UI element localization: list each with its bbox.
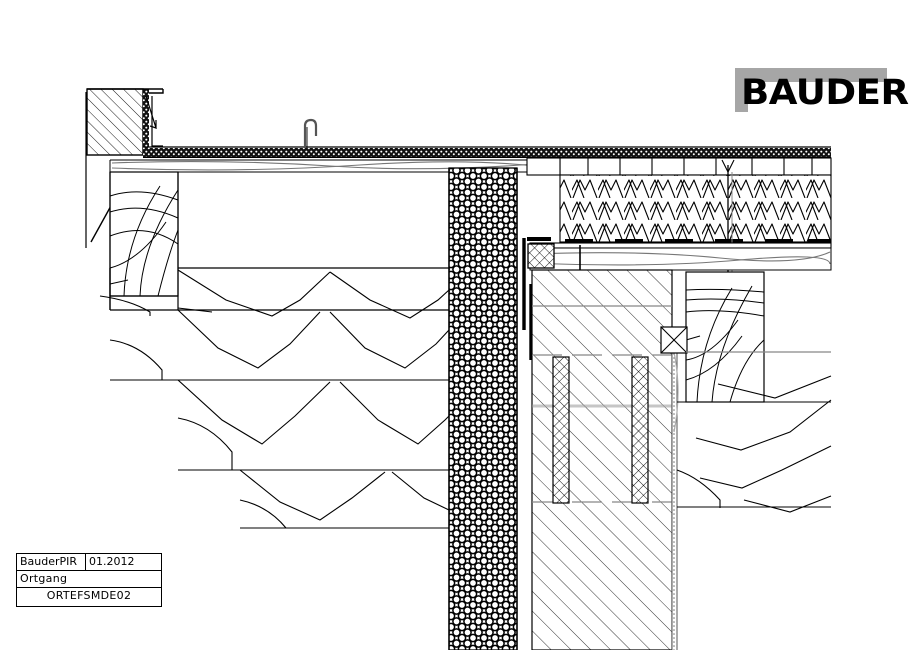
mineral-wool-insulation — [559, 174, 832, 243]
wall-sealant-strip — [671, 351, 679, 650]
timber-rafter-right — [685, 271, 765, 403]
mortar-bearing-block — [527, 243, 555, 269]
timber-section-symbol — [660, 326, 688, 354]
left-reference-line — [85, 92, 113, 248]
title-block-drawing-number: ORTEFSMDE02 — [46, 589, 132, 602]
masonry-wall — [531, 269, 673, 650]
bauder-logo: BAUDER — [735, 68, 909, 118]
membrane-fastener-pin — [303, 118, 318, 148]
logo-wordmark: BAUDER — [741, 73, 909, 113]
wood-grain-right — [676, 375, 832, 513]
roof-separator-plates — [526, 157, 832, 176]
ceiling-board-layer — [529, 242, 832, 271]
title-block-date: 01.2012 — [89, 555, 135, 568]
logo-bracket-left — [735, 68, 748, 112]
title-block-detail-name: Ortgang — [20, 572, 68, 585]
title-block-row-product: BauderPIR 01.2012 — [17, 554, 161, 571]
logo-bracket-top — [735, 68, 887, 82]
title-block-row-number: ORTEFSMDE02 — [17, 588, 161, 606]
roof-waterproofing-membrane — [143, 146, 831, 158]
roof-edge-trim-profile — [86, 88, 164, 156]
cavity-insulation-board — [448, 167, 518, 650]
title-block-row-detail: Ortgang — [17, 571, 161, 588]
title-block: BauderPIR 01.2012 Ortgang ORTEFSMDE02 — [16, 553, 162, 607]
title-block-product: BauderPIR — [17, 554, 86, 570]
upstand-fixing-plate — [527, 237, 551, 241]
timber-upstand-left — [109, 171, 179, 297]
wood-grain-left-upper — [99, 269, 450, 529]
